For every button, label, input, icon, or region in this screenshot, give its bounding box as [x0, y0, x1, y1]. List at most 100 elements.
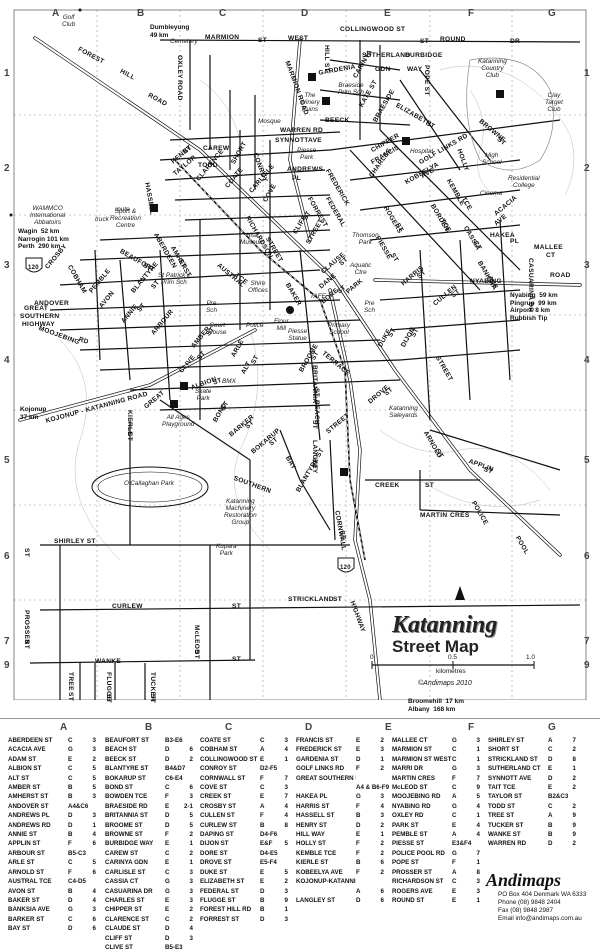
grid-number: 6 — [4, 551, 10, 562]
index-cell-grid: A — [260, 802, 265, 810]
index-cell-grid: E — [452, 887, 457, 895]
index-cell-grid: D — [356, 896, 361, 904]
street-label-st-left: ST — [23, 548, 30, 558]
index-cell-page: 2 — [380, 765, 384, 773]
index-cell-page: 5 — [92, 784, 96, 792]
route-shield-label: 120 — [28, 265, 39, 271]
grid-number: 7 — [584, 636, 590, 647]
index-cell-page — [370, 877, 384, 886]
index-cell-page — [274, 830, 288, 839]
index-cell-page: 2 — [92, 755, 96, 763]
index-cell-street: COLLINGWOOD ST — [200, 755, 258, 763]
index-cell-street: CONROY ST — [200, 765, 237, 773]
index-cell-street: BURBIDGE WAY — [105, 840, 154, 848]
index-cell-street: ANNIE ST — [8, 831, 37, 839]
index-cell-page: 4 — [92, 887, 96, 895]
index-cell-grid: D — [68, 821, 73, 829]
index-cell-page — [179, 774, 193, 783]
index-cell-grid: A — [452, 831, 457, 839]
index-cell-page: 3 — [189, 896, 193, 904]
index-cell-grid: C — [452, 878, 457, 886]
index-cell-grid: F — [165, 831, 169, 839]
index-cell-page — [82, 849, 96, 858]
street-label-andrews-pl: PL — [292, 175, 302, 182]
index-cell-page: 3 — [380, 812, 384, 820]
index-cell-street: CHIPPER ST — [105, 906, 143, 914]
index-cell-page: 3 — [284, 737, 288, 744]
index-cell-street: BLANTYRE ST — [105, 765, 149, 773]
index-cell-street: CROSBY ST — [200, 802, 236, 810]
index-cell-street: ADAM ST — [8, 755, 37, 763]
index-cell-page — [274, 849, 288, 858]
index-header: A — [60, 722, 68, 733]
place-label-machinery: Katanning Machinery Restoration Group — [224, 498, 257, 526]
place-label-skate: Skate Park — [195, 388, 212, 402]
index-cell-street: TODD ST — [488, 802, 516, 810]
index-cell-grid: F — [260, 774, 264, 782]
index-cell-page: 9 — [572, 821, 576, 829]
place-label-mosque: Mosque — [258, 118, 281, 125]
index-header: B — [145, 722, 153, 733]
grid-letter: E — [384, 8, 391, 19]
index-cell-street: CLARENCE ST — [105, 915, 150, 923]
index-cell-page: 8 — [284, 821, 288, 829]
markers — [9, 8, 504, 476]
index-cell-grid: E — [452, 821, 457, 829]
index-cell-street: HAKEA PL — [296, 793, 328, 801]
index-cell-grid: D4-F6 — [260, 831, 278, 839]
index-cell-grid: A — [356, 887, 361, 895]
index-cell-page: 1 — [189, 840, 193, 848]
index-cell-page: 3 — [92, 793, 96, 801]
street-label-mallee-ct: CT — [546, 252, 556, 259]
place-label-country-club: Katanning Country Club — [478, 58, 507, 79]
index-cell-page: 6 — [189, 784, 193, 792]
place-label-sport-rec: Sport & Recreation Centre — [110, 208, 141, 229]
index-cell-grid: E — [548, 765, 553, 773]
street-label-britannia-st: ST — [313, 388, 320, 398]
index-cell-grid: B — [260, 821, 265, 829]
index-cell-grid: E — [452, 896, 457, 904]
place-label-flour-mill: Flour Mill — [274, 318, 289, 332]
index-cell-street: TUCKER ST — [488, 821, 524, 829]
index-cell-grid: E — [165, 859, 170, 867]
brand-line[interactable]: Email info@andimaps.com.au — [498, 915, 582, 922]
index-cell-street: BRAESIDE RD — [105, 802, 148, 810]
street-map[interactable]: A B C D E F G 1 2 3 4 5 6 7 8 9 1 2 3 4 … — [0, 0, 600, 713]
index-cell-page: 5 — [92, 765, 96, 773]
place-label-primary-school: Primary School — [328, 322, 351, 336]
street-label-hakea: HAKEA — [490, 232, 515, 239]
index-cell-street: ANDREWS PL — [8, 812, 50, 820]
place-label-tafe: TAFE — [310, 293, 326, 300]
index-cell-page: 5 — [189, 812, 193, 820]
index-header: G — [548, 722, 556, 733]
street-label-oxley-rd: ROAD — [176, 80, 183, 101]
index-cell-street: GREAT SOUTHERN HWY — [296, 774, 356, 782]
street-label-mcleod-st: ST — [193, 650, 200, 660]
distance-dumbleyung: Dumbleyung 49 km — [150, 24, 190, 39]
index-cell-grid: F — [452, 859, 456, 867]
index-cell-page: 3 — [92, 812, 96, 820]
index-cell-page: 1 — [284, 906, 288, 914]
index-cell-street: COVE ST — [200, 784, 228, 792]
index-cell-page — [466, 839, 480, 848]
index-cell-page: 1 — [476, 755, 480, 763]
index-cell-grid: G — [165, 878, 170, 886]
